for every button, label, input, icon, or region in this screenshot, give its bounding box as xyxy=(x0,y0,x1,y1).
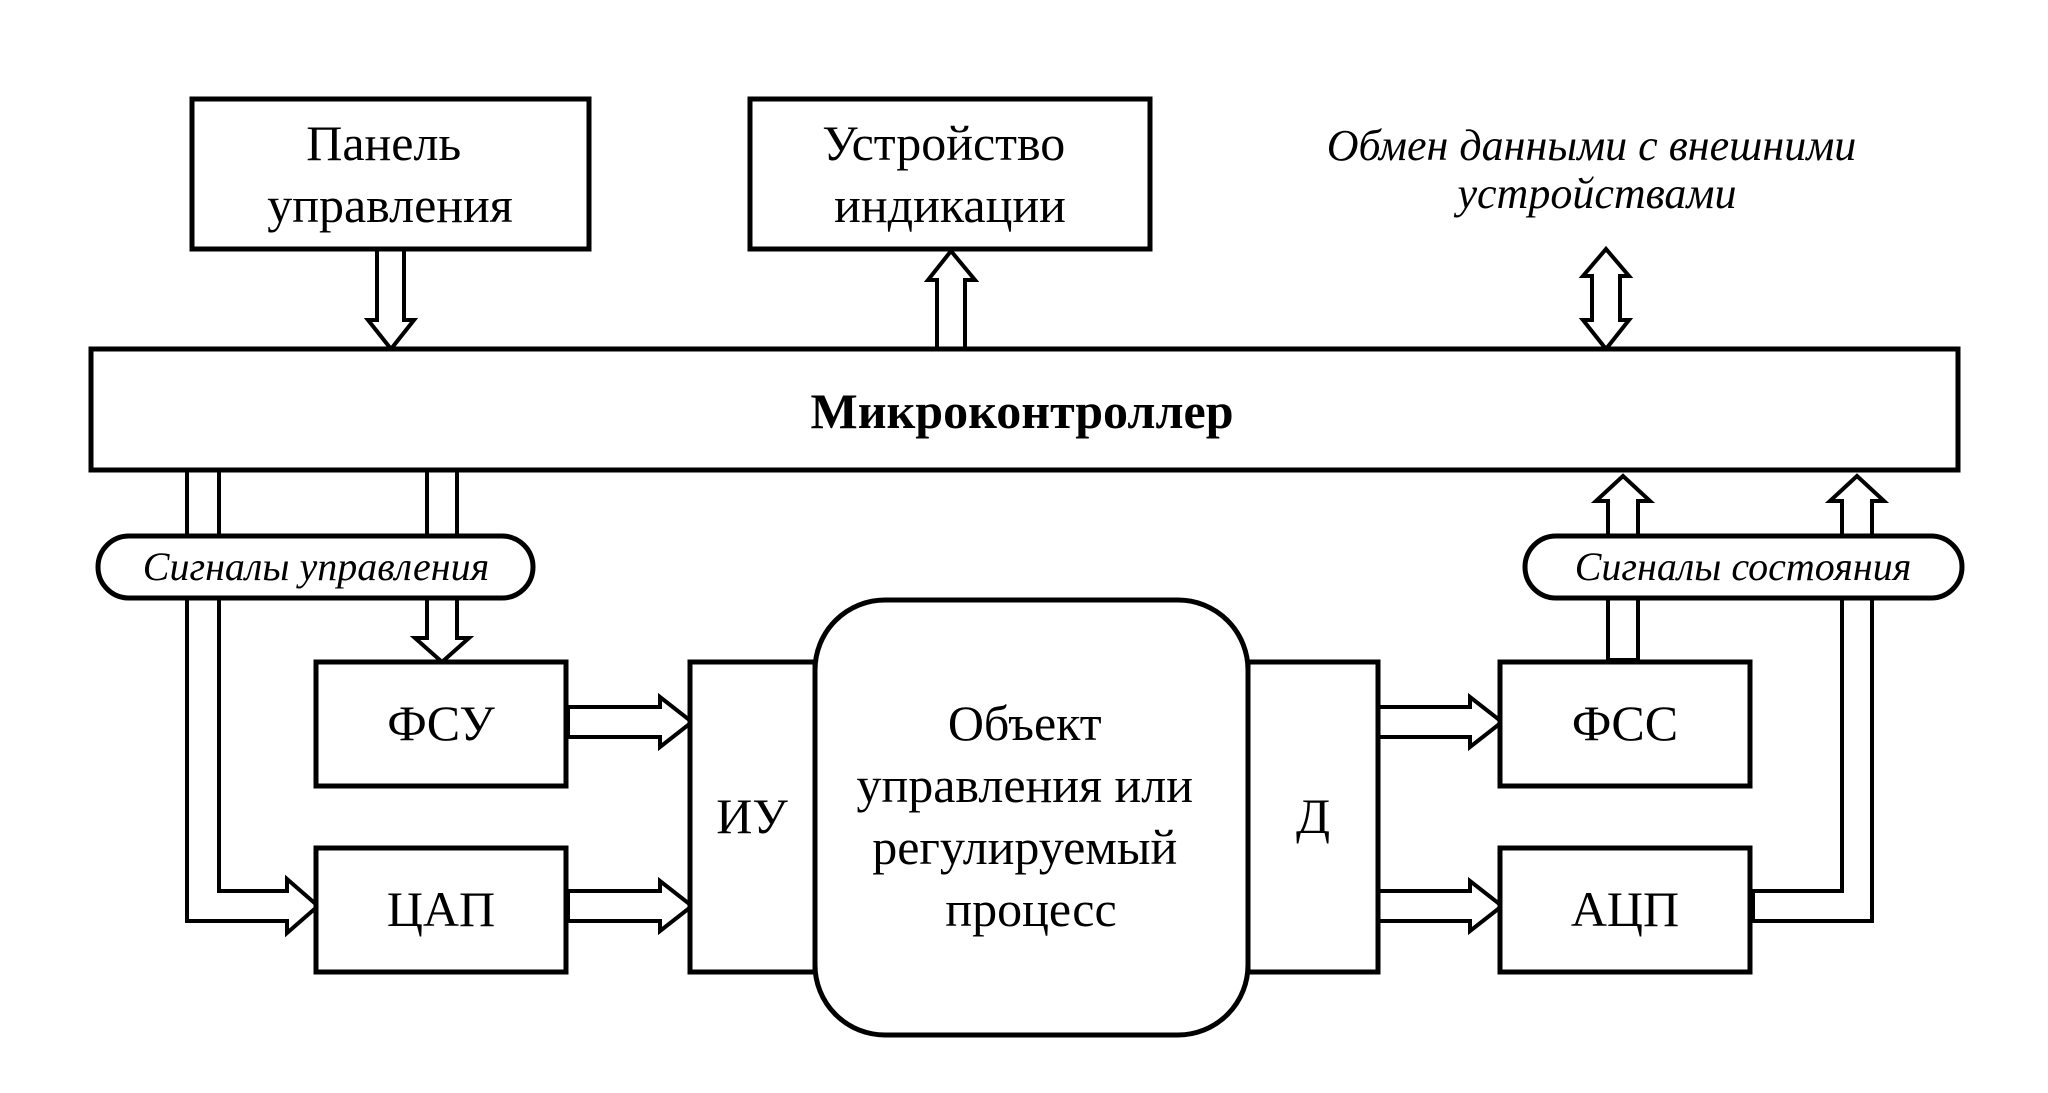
control-object-label-line3: регулируемый xyxy=(872,819,1177,875)
svg-text:Объект управления или: Объект управления или регулируемый проце… xyxy=(856,695,1205,937)
control-object-label-line4: процесс xyxy=(945,881,1116,937)
arrow-dac-to-actuator xyxy=(566,876,696,936)
svg-text:Устройство индикации: Устройство индикации xyxy=(822,115,1078,233)
control-panel-label-line2: управления xyxy=(267,177,513,233)
control-panel-box xyxy=(189,96,592,252)
fsu-label: ФСУ xyxy=(387,695,495,751)
adc-label: АЦП xyxy=(1571,881,1679,937)
fss-label: ФСС xyxy=(1572,695,1678,751)
external-exchange-label-line2: устройствами xyxy=(1453,169,1736,218)
control-panel-label-line1: Панель xyxy=(306,115,461,171)
sensor-label: Д xyxy=(1296,788,1330,844)
display-device-label-line2: индикации xyxy=(834,177,1066,233)
svg-text:Обмен данными с внешними у: Обмен данными с внешними устройствами xyxy=(1327,121,1868,218)
control-signals-label: Сигналы управления xyxy=(143,544,489,589)
external-exchange-label-line1: Обмен данными с внешними xyxy=(1327,121,1857,170)
arrow-fsu-to-actuator xyxy=(566,692,696,752)
dac-label: ЦАП xyxy=(387,881,495,937)
control-object-box xyxy=(812,597,1251,1038)
display-device-box xyxy=(747,96,1153,252)
control-signals-pill xyxy=(95,533,536,601)
control-object-label-line1: Объект xyxy=(948,695,1102,751)
arrow-sensor-to-adc xyxy=(1376,876,1506,936)
arrow-panel-to-mc xyxy=(363,246,419,353)
arrow-mc-to-dac xyxy=(185,468,322,938)
display-device-label-line1: Устройство xyxy=(822,115,1065,171)
state-signals-label: Сигналы состояния xyxy=(1575,544,1912,589)
fsu-box xyxy=(313,659,569,789)
fss-box xyxy=(1497,659,1753,789)
control-object-label-line2: управления или xyxy=(856,757,1193,813)
arrow-external-exchange xyxy=(1578,245,1634,353)
state-signals-pill xyxy=(1522,533,1965,601)
adc-box xyxy=(1497,845,1753,975)
arrow-mc-to-display xyxy=(923,247,980,351)
svg-text:Панель управления: Панель управления xyxy=(267,115,513,233)
microcontroller-label: Микроконтроллер xyxy=(811,383,1234,439)
microcontroller-box xyxy=(88,346,1961,473)
dac-box xyxy=(313,845,569,975)
actuator-label: ИУ xyxy=(716,788,788,844)
arrow-sensor-to-fss xyxy=(1376,692,1506,752)
